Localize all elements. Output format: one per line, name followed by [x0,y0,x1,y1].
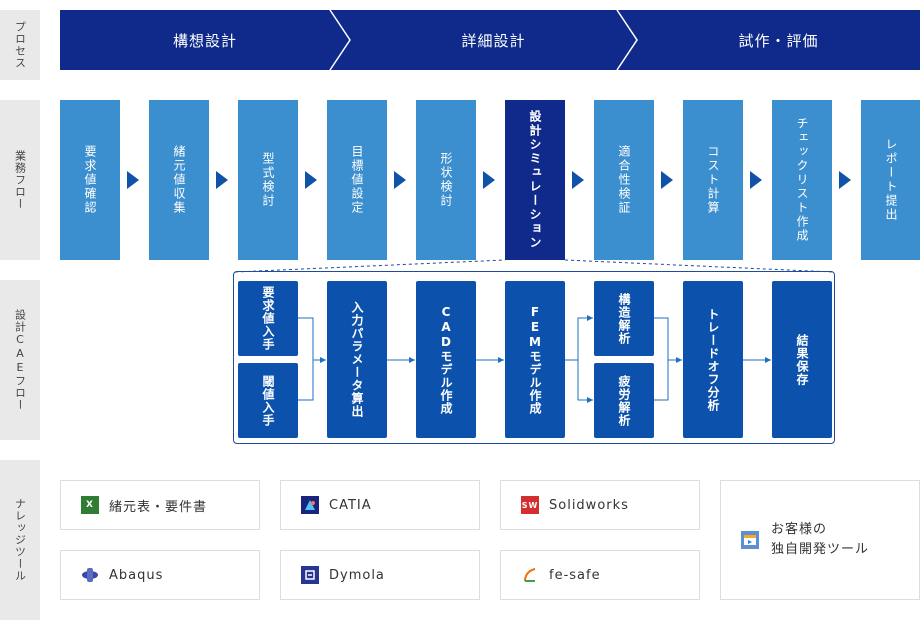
tool-name: Dymola [329,567,385,583]
flow-step: 緒元値収集 [149,100,209,260]
flow-step-label: 適合性検証 [617,145,631,215]
process-phase-label: 構想設計 [172,31,237,50]
flow-arrow [572,171,584,189]
tool-card-catia[interactable]: CATIA [280,480,480,530]
catia-icon [301,496,319,514]
dymola-icon [301,566,319,584]
connector-line [565,317,593,361]
flow-step-label: 目標値設定 [350,145,364,215]
row-label-process: プロセス [0,10,40,80]
arrowhead [676,357,682,363]
tool-card-abaqus[interactable]: Abaqus [60,550,260,600]
flow-step-label: コスト計算 [706,145,720,215]
tool-card-spec-sheet[interactable]: X 緒元表・要件書 [60,480,260,530]
chevron-separator [329,10,351,70]
chevron-phase-3 [615,10,920,70]
flow-step: 適合性検証 [594,100,654,260]
flow-arrow [483,171,495,189]
flow-step-label: 形状検討 [439,152,453,208]
cae-step-threshold-input: 閾値入手 [238,363,298,438]
tool-name: 緒元表・要件書 [109,499,208,515]
flow-step-label: レポート提出 [884,138,898,222]
flow-arrow [750,171,762,189]
arrowhead [498,357,504,363]
flow-step: 形状検討 [416,100,476,260]
zoom-dashed-line [564,259,834,273]
flow-arrow [394,171,406,189]
tool-card-dymola[interactable]: Dymola [280,550,480,600]
cae-flow-frame [233,271,835,444]
connector-line [654,360,669,401]
arrowhead [320,357,326,363]
flow-step-label: 緒元値収集 [172,145,186,215]
excel-icon: X [81,496,99,514]
custom-tool-label: お客様の 独自開発ツール [771,522,870,557]
flow-step: 設計シミュレーション [505,100,565,260]
tool-card-fe-safe[interactable]: fe-safe [500,550,700,600]
process-chevron-bar [60,10,920,70]
arrowhead [409,357,415,363]
flow-step-label: 設計シミュレーション [528,110,542,250]
flow-arrow [305,171,317,189]
connector-line [298,360,314,401]
tool-card-solidworks[interactable]: SW Solidworks [500,480,700,530]
cae-step-tradeoff-analysis: トレードオフ分析 [683,281,743,438]
tool-name: CATIA [329,497,372,513]
fe-safe-icon [521,566,539,584]
connector-line [298,317,326,361]
connector-line [654,317,682,361]
cae-step-requirement-input: 要求値入手 [238,281,298,356]
flow-step: チェックリスト作成 [772,100,832,260]
chevron-phase-1 [60,10,350,70]
process-phase-label: 詳細設計 [461,31,526,50]
flow-step-label: 型式検討 [261,152,275,208]
tool-name: fe-safe [549,567,601,583]
arrowhead [587,315,593,321]
cae-step-save-results: 結果保存 [772,281,832,438]
flow-step-label: 要求値確認 [83,145,97,215]
flow-step: 目標値設定 [327,100,387,260]
cae-step-fem-model: FEMモデル作成 [505,281,565,438]
row-label-business-flow: 業務フロー [0,100,40,260]
tool-card-custom[interactable]: お客様の 独自開発ツール [720,480,920,600]
arrowhead [587,397,593,403]
cae-step-structural-analysis: 構造解析 [594,281,654,356]
flow-step: 型式検討 [238,100,298,260]
abaqus-icon [81,566,99,584]
tool-name: Abaqus [109,567,164,583]
flow-arrow [127,171,139,189]
flow-arrow [839,171,851,189]
chevron-separator [616,10,638,70]
tool-name: Solidworks [549,497,629,513]
arrowhead [765,357,771,363]
flow-arrow [661,171,673,189]
row-label-knowledge-tools: ナレッジツール [0,460,40,620]
flow-step: コスト計算 [683,100,743,260]
solidworks-icon: SW [521,496,539,514]
cae-step-cad-model: CADモデル作成 [416,281,476,438]
flow-step: レポート提出 [861,100,920,260]
app-window-icon [741,531,759,549]
flow-step: 要求値確認 [60,100,120,260]
chevron-phase-2 [328,10,637,70]
flow-step-label: チェックリスト作成 [795,117,809,243]
row-label-cae-flow: 設計CAEフロー [0,280,40,440]
process-phase-label: 試作・評価 [738,31,819,50]
cae-step-fatigue-analysis: 疲労解析 [594,363,654,438]
flow-arrow [216,171,228,189]
cae-step-parameter-calc: 入力パラメータ算出 [327,281,387,438]
